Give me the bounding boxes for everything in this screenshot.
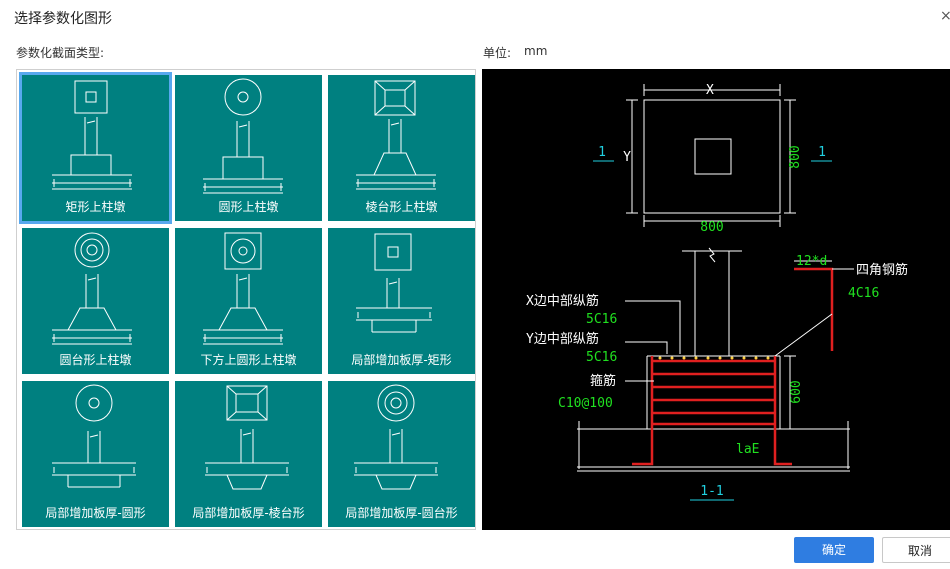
section-mark-left: 1 — [598, 145, 606, 160]
tile-frustum-column-pier[interactable]: 棱台形上柱墩 — [328, 75, 475, 221]
cancel-button[interactable]: 取消 — [882, 537, 950, 563]
frustum-pier-thumbnail-icon — [356, 80, 436, 190]
section-view — [577, 247, 850, 472]
tile-square-round-column-pier[interactable]: 下方上圆形上柱墩 — [175, 228, 322, 374]
x-mid-bar-label: X边中部纵筋 — [526, 293, 599, 309]
tile-rect-column-pier[interactable]: 矩形上柱墩 — [19, 72, 172, 224]
rect-pier-thumbnail-icon — [52, 80, 132, 190]
y-mid-bar-spec: 5C16 — [586, 350, 617, 365]
ok-button[interactable]: 确定 — [794, 537, 874, 563]
tile-label: 局部增加板厚-棱台形 — [192, 506, 305, 520]
tile-label: 矩形上柱墩 — [65, 200, 126, 214]
thicken-frustum-thumbnail-icon — [205, 385, 289, 490]
dim-12d: 12*d — [796, 254, 827, 269]
thicken-round-frustum-thumbnail-icon — [354, 384, 438, 490]
corner-bar-label: 四角钢筋 — [856, 262, 908, 278]
tile-label: 棱台形上柱墩 — [365, 200, 438, 214]
y-mid-bar-label: Y边中部纵筋 — [526, 331, 599, 347]
tile-thicken-frustum[interactable]: 局部增加板厚-棱台形 — [175, 381, 322, 527]
tile-label: 局部增加板厚-圆台形 — [345, 506, 458, 520]
stirrup-spec: C10@100 — [558, 396, 613, 411]
tile-label: 下方上圆形上柱墩 — [200, 353, 297, 367]
unit-value: mm — [524, 44, 548, 58]
tile-thicken-round-frustum[interactable]: 局部增加板厚-圆台形 — [328, 381, 475, 527]
dim-800-right: 800 — [788, 145, 803, 168]
tile-round-column-pier[interactable]: 圆形上柱墩 — [175, 75, 322, 221]
tile-round-frustum-column-pier[interactable]: 圆台形上柱墩 — [22, 228, 169, 374]
section-preview: X Y 800 800 1 1 — [482, 69, 950, 530]
dim-600: 600 — [789, 380, 804, 403]
unit-label: 单位: — [483, 46, 512, 60]
y-dim-label: Y — [623, 150, 631, 165]
round-pier-thumbnail-icon — [203, 78, 283, 194]
plan-view — [626, 84, 796, 227]
section-title: 1-1 — [700, 484, 723, 499]
tile-thicken-rect[interactable]: 局部增加板厚-矩形 — [328, 228, 475, 374]
thicken-round-thumbnail-icon — [52, 384, 136, 488]
rebar-drawing — [632, 267, 834, 466]
tile-label: 圆台形上柱墩 — [59, 353, 132, 367]
thicken-rect-thumbnail-icon — [356, 233, 432, 333]
rebar-dots — [658, 356, 770, 360]
tile-thicken-round[interactable]: 局部增加板厚-圆形 — [22, 381, 169, 527]
tile-label: 局部增加板厚-矩形 — [351, 353, 452, 367]
leader-lines — [625, 260, 854, 382]
tile-label: 圆形上柱墩 — [218, 200, 279, 214]
dim-800-bottom: 800 — [700, 220, 723, 235]
section-mark-right: 1 — [818, 145, 826, 160]
tile-label: 局部增加板厚-圆形 — [45, 506, 146, 520]
corner-bar-spec: 4C16 — [848, 286, 879, 301]
x-dim-label: X — [706, 83, 714, 98]
lae-label: laE — [736, 442, 759, 457]
stirrup-label: 箍筋 — [590, 373, 616, 389]
round-frustum-pier-thumbnail-icon — [52, 232, 132, 345]
dialog-title: 选择参数化图形 — [14, 11, 112, 27]
square-round-pier-thumbnail-icon — [203, 232, 283, 345]
close-icon[interactable]: × — [940, 8, 950, 24]
section-type-label: 参数化截面类型: — [16, 46, 105, 60]
section-type-grid: 矩形上柱墩 圆形上柱墩 棱台形上柱墩 — [16, 69, 476, 530]
x-mid-bar-spec: 5C16 — [586, 312, 617, 327]
